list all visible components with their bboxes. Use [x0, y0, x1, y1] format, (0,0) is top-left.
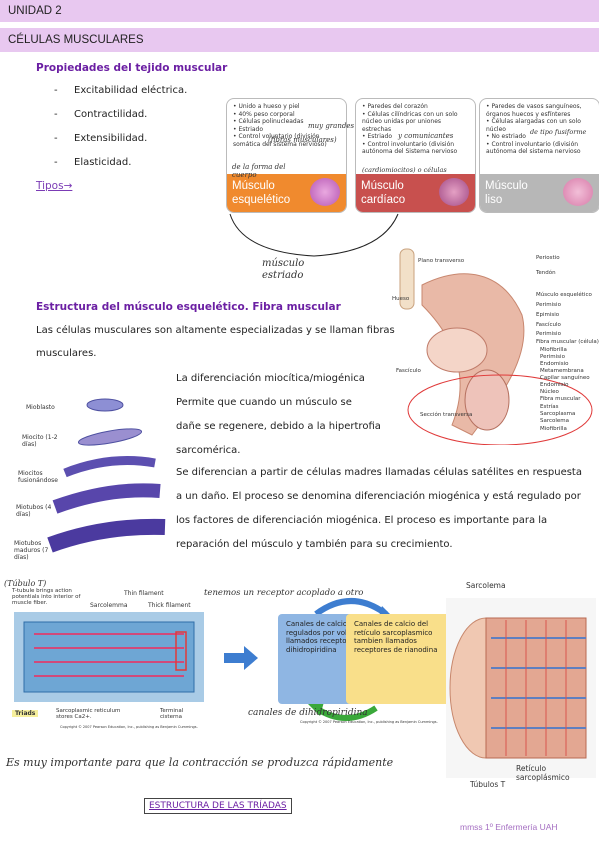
anatomy-label: Metamembrana [540, 368, 584, 374]
diff-line: Permite que cuando un músculo se [176, 397, 352, 408]
list-dash: - [54, 133, 58, 144]
diff-line: dañe se regenere, debido a la hipertrofi… [176, 421, 381, 432]
tipos-link[interactable]: Tipos→ [36, 180, 73, 192]
handwriting-note: (fibras musculares) [268, 136, 337, 144]
handwriting-note: muy grandes [308, 122, 355, 130]
anatomy-label: Plano transverso [418, 258, 465, 264]
list-dash: - [54, 157, 58, 168]
footer-credit: mmss 1º Enfermería UAH [460, 822, 558, 832]
anatomy-label: Fibra muscular [540, 396, 581, 402]
tissue-image [563, 178, 593, 206]
stage-label: Miocito (1-2 días) [22, 434, 58, 448]
list-dash: - [54, 109, 58, 120]
triad-label: Sarcolemma [90, 602, 128, 609]
stage-label: Mioblasto [26, 404, 55, 411]
figure-label: Sarcolema [466, 581, 506, 590]
diff-full-line: reparación del músculo y también para su… [176, 539, 453, 550]
anatomy-label: Fascículo [396, 368, 421, 374]
anatomy-label: Endomisio [540, 382, 569, 388]
anatomy-label: Núcleo [540, 389, 559, 395]
diff-full-line: a un daño. El proceso se denomina difere… [176, 491, 581, 502]
handwriting-note: y comunicantes [398, 132, 454, 140]
list-item: -Excitabilidad eléctrica. [54, 82, 187, 106]
handwriting-note: de la forma del cuerpo [232, 163, 286, 179]
bracket-drawing [229, 213, 399, 257]
tissue-image [310, 178, 340, 206]
anatomy-label: Estrías [540, 404, 559, 410]
stage-label: Miotubos (4 días) [16, 504, 52, 518]
triad-label: T-tubule brings action potentials into i… [12, 588, 81, 606]
triad-label: Thin filament [124, 590, 164, 597]
structure-heading: Estructura del músculo esquelético. Fibr… [36, 301, 341, 313]
cycle-arrows [308, 598, 394, 721]
canal-ryanodine: Canales de calcio del retículo sarcoplas… [346, 614, 452, 704]
anatomy-label: Sarcolema [540, 418, 570, 424]
handwriting-note: de tipo fusiforme [530, 128, 587, 136]
handwriting-note: Es muy importante para que la contracció… [6, 756, 394, 769]
structure-intro-2: musculares. [36, 348, 97, 359]
tissue-image [439, 178, 469, 206]
handwriting-note: canales de dihidropiridina [248, 708, 368, 718]
diff-full-line: Se diferencian a partir de células madre… [176, 467, 582, 478]
anatomy-label: Miofibrilla [540, 347, 567, 353]
diff-line: sarcomérica. [176, 445, 241, 456]
anatomy-label: Capilar sanguíneo [540, 375, 590, 381]
figure-label: Retículo sarcoplásmico [516, 764, 570, 782]
anatomy-label: Sección transversa [420, 412, 473, 418]
section-header: CÉLULAS MUSCULARES [0, 28, 599, 52]
list-item: -Contractilidad. [54, 106, 187, 130]
fiber-illustration [446, 598, 596, 778]
anatomy-label: Músculo esquelético [536, 292, 592, 298]
anatomy-label: Perimisio [536, 302, 561, 308]
properties-heading: Propiedades del tejido muscular [36, 62, 228, 74]
triad-label: Sarcoplasmic reticulum stores Ca2+. [56, 708, 121, 720]
list-item: -Extensibilidad. [54, 130, 187, 154]
figure-label: Túbulos T [470, 780, 506, 789]
anatomy-label: Tendón [536, 270, 556, 276]
stage-label: Miotubos maduros (7 días) [14, 540, 49, 561]
card-cardiac: Paredes del corazón Células cilíndricas … [355, 98, 476, 213]
right-arrow-icon [224, 646, 258, 670]
handwriting-note: tenemos un receptor acoplado a otro [204, 588, 364, 598]
myogenesis-diagram [47, 398, 166, 553]
anatomy-label: Perimisio [540, 354, 565, 360]
structure-intro-1: Las células musculares son altamente esp… [36, 325, 395, 336]
anatomy-label: Hueso [392, 296, 410, 302]
anatomy-label: Periostio [536, 255, 560, 261]
stage-label: Miocitos fusionándose [18, 470, 58, 484]
list-dash: - [54, 85, 58, 96]
anatomy-label: Fibra muscular (célula) [536, 339, 599, 345]
handwriting-note: (cardiomiocitos) o células [362, 166, 447, 174]
anatomy-illustration [399, 248, 593, 445]
list-item: -Elasticidad. [54, 154, 187, 178]
anatomy-label: Epimisio [536, 312, 560, 318]
unit-header: UNIDAD 2 [0, 0, 599, 22]
triad-label: Thick filament [148, 602, 191, 609]
diff-title: La diferenciación miocítica/miogénica [176, 373, 365, 384]
triad-diagram [14, 612, 204, 702]
properties-list: -Excitabilidad eléctrica. -Contractilida… [54, 82, 187, 178]
triads-link[interactable]: ESTRUCTURA DE LAS TRÍADAS [144, 798, 292, 814]
triad-label: Triads [12, 710, 39, 717]
card-skeletal: Unido a hueso y piel 40% peso corporal C… [226, 98, 347, 213]
anatomy-label: Perimisio [536, 331, 561, 337]
copyright-note: Copyright © 2007 Pearson Education, Inc.… [300, 720, 438, 724]
anatomy-label: Endomisio [540, 361, 569, 367]
diff-full-line: los factores de diferenciación miogénica… [176, 515, 548, 526]
triad-label: Terminal cisterna [160, 708, 184, 720]
anatomy-label: Sarcoplasma [540, 411, 576, 417]
card-smooth: Paredes de vasos sanguíneos, órganos hue… [479, 98, 599, 213]
handwriting-note: (Túbulo T) [4, 579, 47, 588]
anatomy-label: Miofibrilla [540, 426, 567, 432]
anatomy-label: Fascículo [536, 322, 561, 328]
handwriting-note: músculo estriado [262, 258, 305, 281]
copyright-note: Copyright © 2007 Pearson Education, Inc.… [60, 725, 198, 729]
